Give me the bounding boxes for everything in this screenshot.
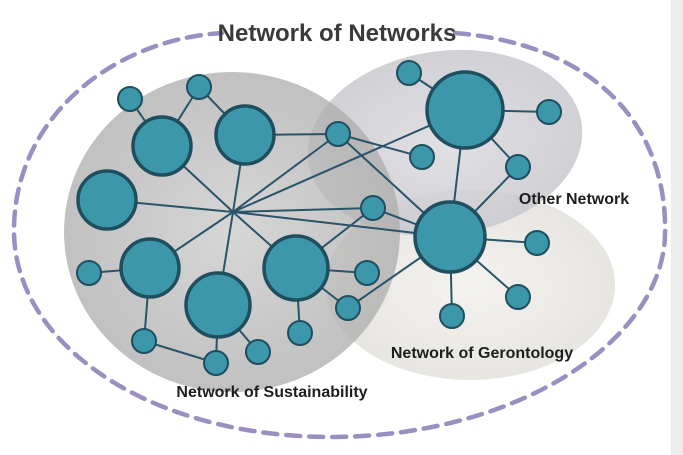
node — [214, 104, 276, 166]
right-edge-strip — [671, 0, 683, 455]
network-nodes — [76, 60, 562, 376]
node — [245, 339, 271, 365]
node — [425, 70, 505, 150]
node — [131, 328, 157, 354]
node — [524, 230, 550, 256]
node — [119, 237, 181, 299]
node — [262, 234, 330, 302]
other-network-label: Other Network — [519, 191, 629, 208]
edge — [232, 109, 466, 213]
node — [360, 195, 386, 221]
node — [413, 200, 487, 274]
edge — [232, 133, 339, 213]
node — [76, 260, 102, 286]
node — [505, 284, 531, 310]
node — [203, 350, 229, 376]
edge — [337, 133, 423, 158]
node — [335, 295, 361, 321]
node — [505, 154, 531, 180]
outer-network-boundary — [11, 30, 668, 440]
node — [287, 320, 313, 346]
node — [396, 60, 422, 86]
sustainability-label: Network of Sustainability — [176, 384, 367, 401]
node — [354, 260, 380, 286]
node — [117, 86, 143, 112]
gerontology-label: Network of Gerontology — [391, 345, 573, 362]
node — [536, 99, 562, 125]
node — [409, 144, 435, 170]
node — [439, 303, 465, 329]
node — [325, 121, 351, 147]
diagram-title: Network of Networks — [218, 20, 457, 47]
node — [131, 115, 193, 177]
node — [184, 271, 252, 339]
node — [76, 169, 138, 231]
node — [186, 74, 212, 100]
edge — [232, 207, 374, 213]
